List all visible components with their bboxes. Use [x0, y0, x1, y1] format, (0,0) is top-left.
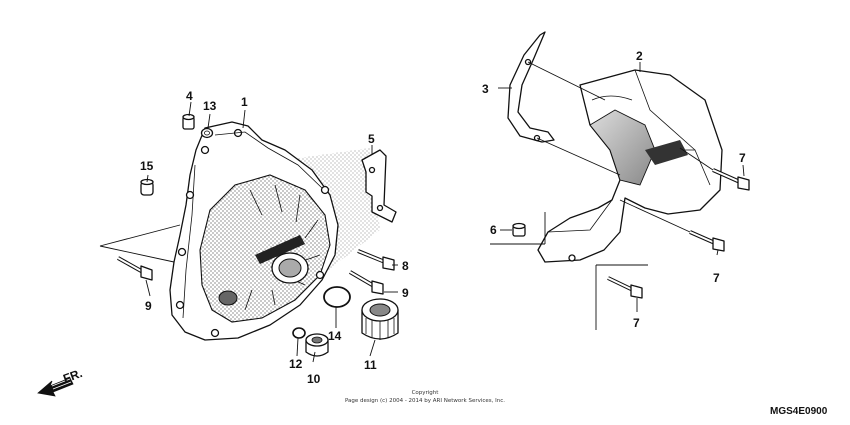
callout-8: 8	[402, 259, 409, 273]
o-ring	[292, 327, 306, 339]
callout-11: 11	[364, 358, 377, 372]
callout-numbers: 1 2 3 4 5 6 7 7 7 8 9 9 10 11 12 13 14 1…	[140, 49, 746, 386]
hole-cap	[305, 333, 329, 357]
cover-bracket	[507, 31, 555, 143]
diagram-code: MGS4E0900	[770, 406, 828, 417]
callout-6: 6	[490, 223, 497, 237]
washer	[200, 127, 214, 139]
copyright-notice: Page design (c) 2004 - 2014 by ARI Netwo…	[345, 398, 505, 404]
callout-14: 14	[328, 329, 342, 343]
callout-5: 5	[368, 132, 375, 146]
callout-12: 12	[289, 357, 303, 371]
bolt	[607, 276, 643, 299]
callout-9: 9	[402, 286, 409, 300]
timing-hole-cap	[361, 298, 399, 340]
callout-3: 3	[482, 82, 489, 96]
sprocket-cover	[537, 69, 723, 263]
bolt	[348, 270, 384, 295]
callout-7: 7	[739, 151, 746, 165]
callout-15: 15	[140, 159, 154, 173]
front-marker: FR.	[61, 366, 84, 386]
copyright-label: Copyright	[412, 390, 440, 396]
callout-7: 7	[713, 271, 720, 285]
nut	[512, 222, 526, 237]
bolt	[712, 168, 750, 191]
callout-2: 2	[636, 49, 643, 63]
callout-4: 4	[186, 89, 193, 103]
callout-13: 13	[203, 99, 217, 113]
callout-7: 7	[633, 316, 640, 330]
bolt	[689, 230, 725, 252]
o-ring	[323, 286, 351, 308]
callout-10: 10	[307, 372, 321, 386]
alternator-cover	[169, 121, 380, 341]
collar	[182, 113, 195, 130]
front-arrow-icon	[37, 377, 74, 397]
bracket	[361, 149, 397, 223]
callout-1: 1	[241, 95, 248, 109]
bolt	[117, 256, 153, 281]
callout-9: 9	[145, 299, 152, 313]
leader-lines	[145, 62, 745, 363]
bolt	[357, 249, 395, 271]
